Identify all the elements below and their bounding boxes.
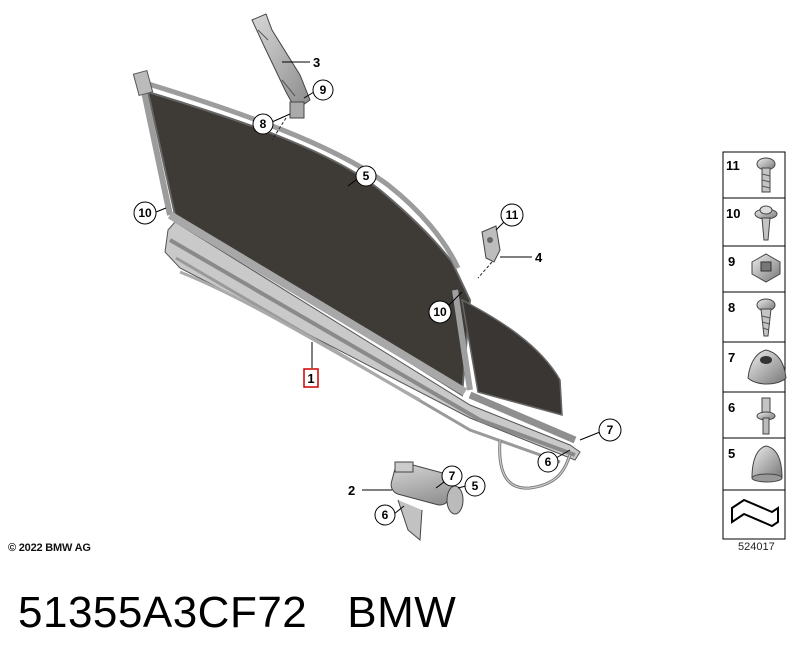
legend-item-9-number: 9 xyxy=(728,254,735,269)
part-number: 51355A3CF72 xyxy=(18,588,308,637)
brand-name: BMW xyxy=(347,588,457,637)
legend-item-11-number: 11 xyxy=(726,158,740,173)
callout-3: 3 xyxy=(313,55,320,70)
shade-assembly xyxy=(132,69,581,490)
callout-4: 4 xyxy=(535,250,543,265)
screw-icon xyxy=(756,157,776,193)
legend-item-10-number: 10 xyxy=(726,206,740,221)
callout-9: 9 xyxy=(320,83,327,97)
callout-10-left: 10 xyxy=(138,206,152,220)
copyright-text: © 2022 BMW AG xyxy=(8,542,91,554)
arrow-symbol-icon xyxy=(731,498,779,528)
footer-caption: 51355A3CF72 BMW xyxy=(18,588,456,638)
legend-item-6-number: 6 xyxy=(728,400,735,415)
callout-8: 8 xyxy=(260,117,267,131)
highlight-box xyxy=(303,368,319,388)
callout-6-right: 6 xyxy=(545,455,552,469)
callout-11: 11 xyxy=(506,208,519,222)
callout-7-right: 7 xyxy=(607,423,614,437)
clip-nut-icon xyxy=(751,253,781,283)
lower-tube-frame xyxy=(164,221,581,461)
diagram-id: 524017 xyxy=(738,541,775,553)
legend-item-7-number: 7 xyxy=(728,350,735,365)
screw-icon xyxy=(756,298,776,337)
shade-fabric-upper xyxy=(146,90,472,397)
callout-1[interactable]: 1 xyxy=(307,371,314,386)
legend-item-8-number: 8 xyxy=(728,300,735,315)
parts-diagram: 3 9 8 5 10 11 4 10 1 7 xyxy=(132,13,787,542)
motor xyxy=(390,461,464,542)
callouts: 3 9 8 5 10 11 4 10 1 7 xyxy=(133,55,622,526)
bracket xyxy=(477,225,501,279)
guide-rail xyxy=(251,13,311,141)
screw-washer-icon xyxy=(754,205,778,241)
callout-7-lower: 7 xyxy=(449,469,456,483)
legend-item-5-number: 5 xyxy=(728,446,735,461)
callout-6-lower: 6 xyxy=(382,508,389,522)
callout-5-lower: 5 xyxy=(472,479,479,493)
cap-icon xyxy=(751,445,783,483)
callout-5-upper: 5 xyxy=(363,169,370,183)
stud-bolt-icon xyxy=(756,397,776,435)
shade-fabric-lower xyxy=(460,298,563,416)
callout-2: 2 xyxy=(348,483,355,498)
grommet-icon xyxy=(747,349,787,385)
legend-panel: 11 10 9 8 7 xyxy=(722,151,787,540)
callout-10-middle: 10 xyxy=(433,305,447,319)
